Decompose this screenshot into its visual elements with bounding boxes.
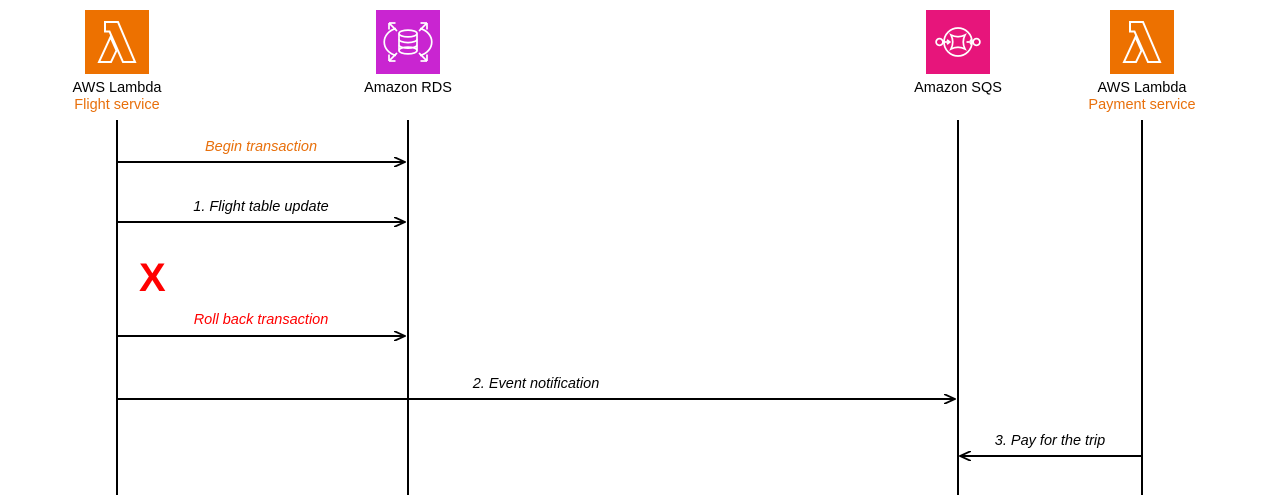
participant-name: AWS Lambda — [72, 80, 162, 96]
participant-payment-service[interactable]: AWS Lambda Payment service — [1042, 10, 1242, 114]
participant-subtitle: Flight service — [74, 97, 160, 113]
participant-name: Amazon SQS — [914, 80, 1002, 96]
participant-amazon-rds[interactable]: Amazon RDS — [308, 10, 508, 97]
failure-x-mark: X — [139, 256, 166, 300]
message-label-flight-table-update: 1. Flight table update — [193, 199, 329, 215]
aws-lambda-icon — [1110, 10, 1174, 74]
lifeline-amazon-sqs — [957, 120, 959, 495]
participant-flight-service[interactable]: AWS Lambda Flight service — [17, 10, 217, 114]
message-label-event-notification: 2. Event notification — [472, 376, 600, 392]
message-label-pay-for-the-trip: 3. Pay for the trip — [994, 433, 1106, 449]
lifeline-flight-service — [116, 120, 118, 495]
amazon-sqs-icon — [926, 10, 990, 74]
participant-name: Amazon RDS — [364, 80, 452, 96]
message-label-begin-transaction: Begin transaction — [204, 139, 318, 155]
lifeline-payment-service — [1141, 120, 1143, 495]
message-label-roll-back-transaction: Roll back transaction — [193, 312, 329, 328]
amazon-rds-icon — [376, 10, 440, 74]
participant-amazon-sqs[interactable]: Amazon SQS — [858, 10, 1058, 97]
lifeline-amazon-rds — [407, 120, 409, 495]
participant-subtitle: Payment service — [1088, 97, 1196, 113]
participant-name: AWS Lambda — [1097, 80, 1187, 96]
aws-lambda-icon — [85, 10, 149, 74]
